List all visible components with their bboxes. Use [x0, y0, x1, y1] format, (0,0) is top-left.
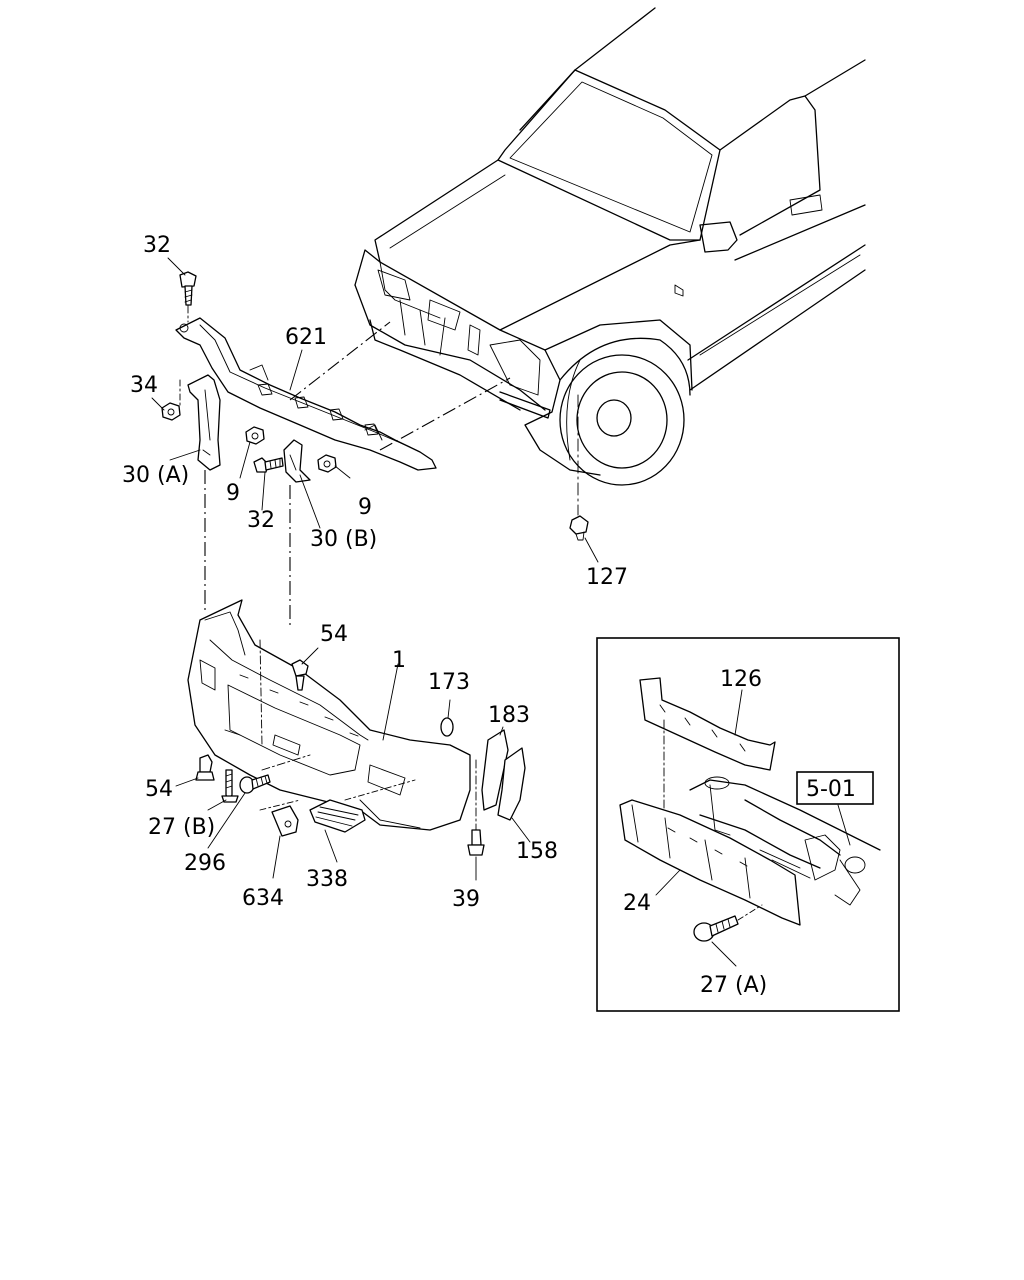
callout-27b: 27 (B)	[148, 815, 215, 840]
callout-27a: 27 (A)	[700, 973, 767, 998]
bumper-fascia-1	[187, 599, 471, 831]
upper-bracket-assembly	[161, 271, 589, 625]
callout-24: 24	[623, 891, 651, 916]
front-bumper-assembly	[187, 599, 526, 856]
radiator-support-member-621	[175, 317, 437, 471]
bracket-30b	[283, 439, 311, 483]
clip-127-icon	[569, 515, 589, 541]
nut-9-right-icon	[317, 454, 337, 473]
callout-labels: 32 621 34 30 (A) 9 32 9 30 (B) 127 54 1 …	[122, 233, 856, 998]
reference-label-5-01: 5-01	[806, 777, 856, 802]
callout-32-mid: 32	[247, 508, 275, 533]
screw-27b-icon	[221, 769, 239, 803]
callout-54-left: 54	[145, 777, 173, 802]
grille-338	[309, 799, 366, 833]
inset-panel	[596, 637, 900, 1012]
bracket-30a	[187, 374, 221, 471]
bracket-634	[271, 805, 299, 837]
screw-296-icon	[239, 774, 271, 794]
reference-box-5-01	[796, 771, 874, 805]
callout-39: 39	[452, 887, 480, 912]
callout-34: 34	[130, 373, 158, 398]
reinforcement-24	[619, 799, 801, 926]
bolt-32-mid-icon	[253, 457, 284, 473]
clip-54-left-icon	[195, 754, 215, 781]
bolt-27a-icon	[693, 915, 739, 942]
callout-296: 296	[184, 851, 226, 876]
nut-34-icon	[161, 402, 181, 421]
callout-30a: 30 (A)	[122, 463, 189, 488]
callout-126: 126	[720, 667, 762, 692]
nut-9-left-icon	[245, 426, 265, 445]
callout-183: 183	[488, 703, 530, 728]
callout-621: 621	[285, 325, 327, 350]
bolt-32-top-icon	[179, 271, 197, 306]
callout-1: 1	[392, 648, 406, 673]
bracket-126	[639, 677, 776, 771]
leader-lines	[151, 257, 851, 967]
callout-173: 173	[428, 670, 470, 695]
callout-54-top: 54	[320, 622, 348, 647]
nut-173-icon	[440, 717, 454, 737]
vehicle-illustration	[354, 7, 866, 516]
bumper-extension-158	[497, 747, 526, 821]
bolt-39-icon	[467, 829, 485, 856]
callout-158: 158	[516, 839, 558, 864]
callout-32-top: 32	[143, 233, 171, 258]
clip-54-top-icon	[291, 659, 309, 691]
bumper-trim-183	[481, 729, 509, 811]
callout-30b: 30 (B)	[310, 527, 377, 552]
callout-338: 338	[306, 867, 348, 892]
callout-9-left: 9	[226, 481, 240, 506]
callout-634: 634	[242, 886, 284, 911]
callout-127: 127	[586, 565, 628, 590]
callout-9-right: 9	[358, 495, 372, 520]
